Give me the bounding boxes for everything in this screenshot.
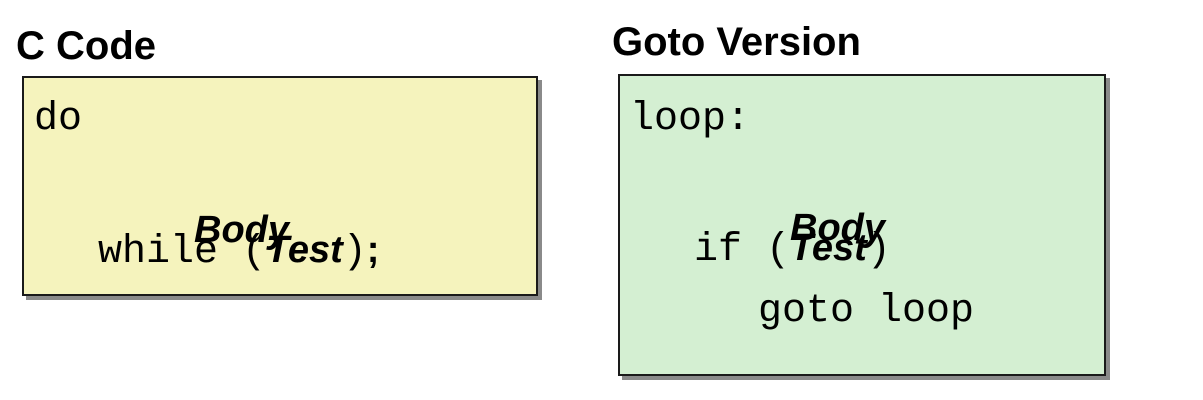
while-semicolon: ;: [366, 229, 380, 271]
while-close-paren: ): [342, 230, 367, 275]
do-keyword: do: [34, 97, 83, 142]
body-placeholder: Body: [98, 158, 289, 305]
loop-label: loop:: [630, 97, 751, 142]
test-label: Test: [266, 229, 343, 271]
c-code-box: do Body while (Test);: [22, 76, 538, 296]
if-statement: if (Test): [694, 224, 891, 275]
while-keyword: while (: [98, 230, 267, 275]
while-statement: while (Test);: [98, 226, 379, 277]
body-placeholder: Body: [694, 156, 885, 303]
goto-statement: goto loop: [758, 289, 975, 334]
c-code-title: C Code: [16, 24, 156, 68]
goto-version-title: Goto Version: [612, 20, 861, 64]
if-close-paren: ): [866, 228, 891, 273]
goto-version-box: loop: Body if (Test) goto loop: [618, 74, 1106, 376]
body-label: Body: [194, 209, 290, 251]
test-label: Test: [790, 227, 867, 269]
body-label: Body: [790, 207, 886, 249]
if-keyword: if (: [694, 228, 791, 273]
